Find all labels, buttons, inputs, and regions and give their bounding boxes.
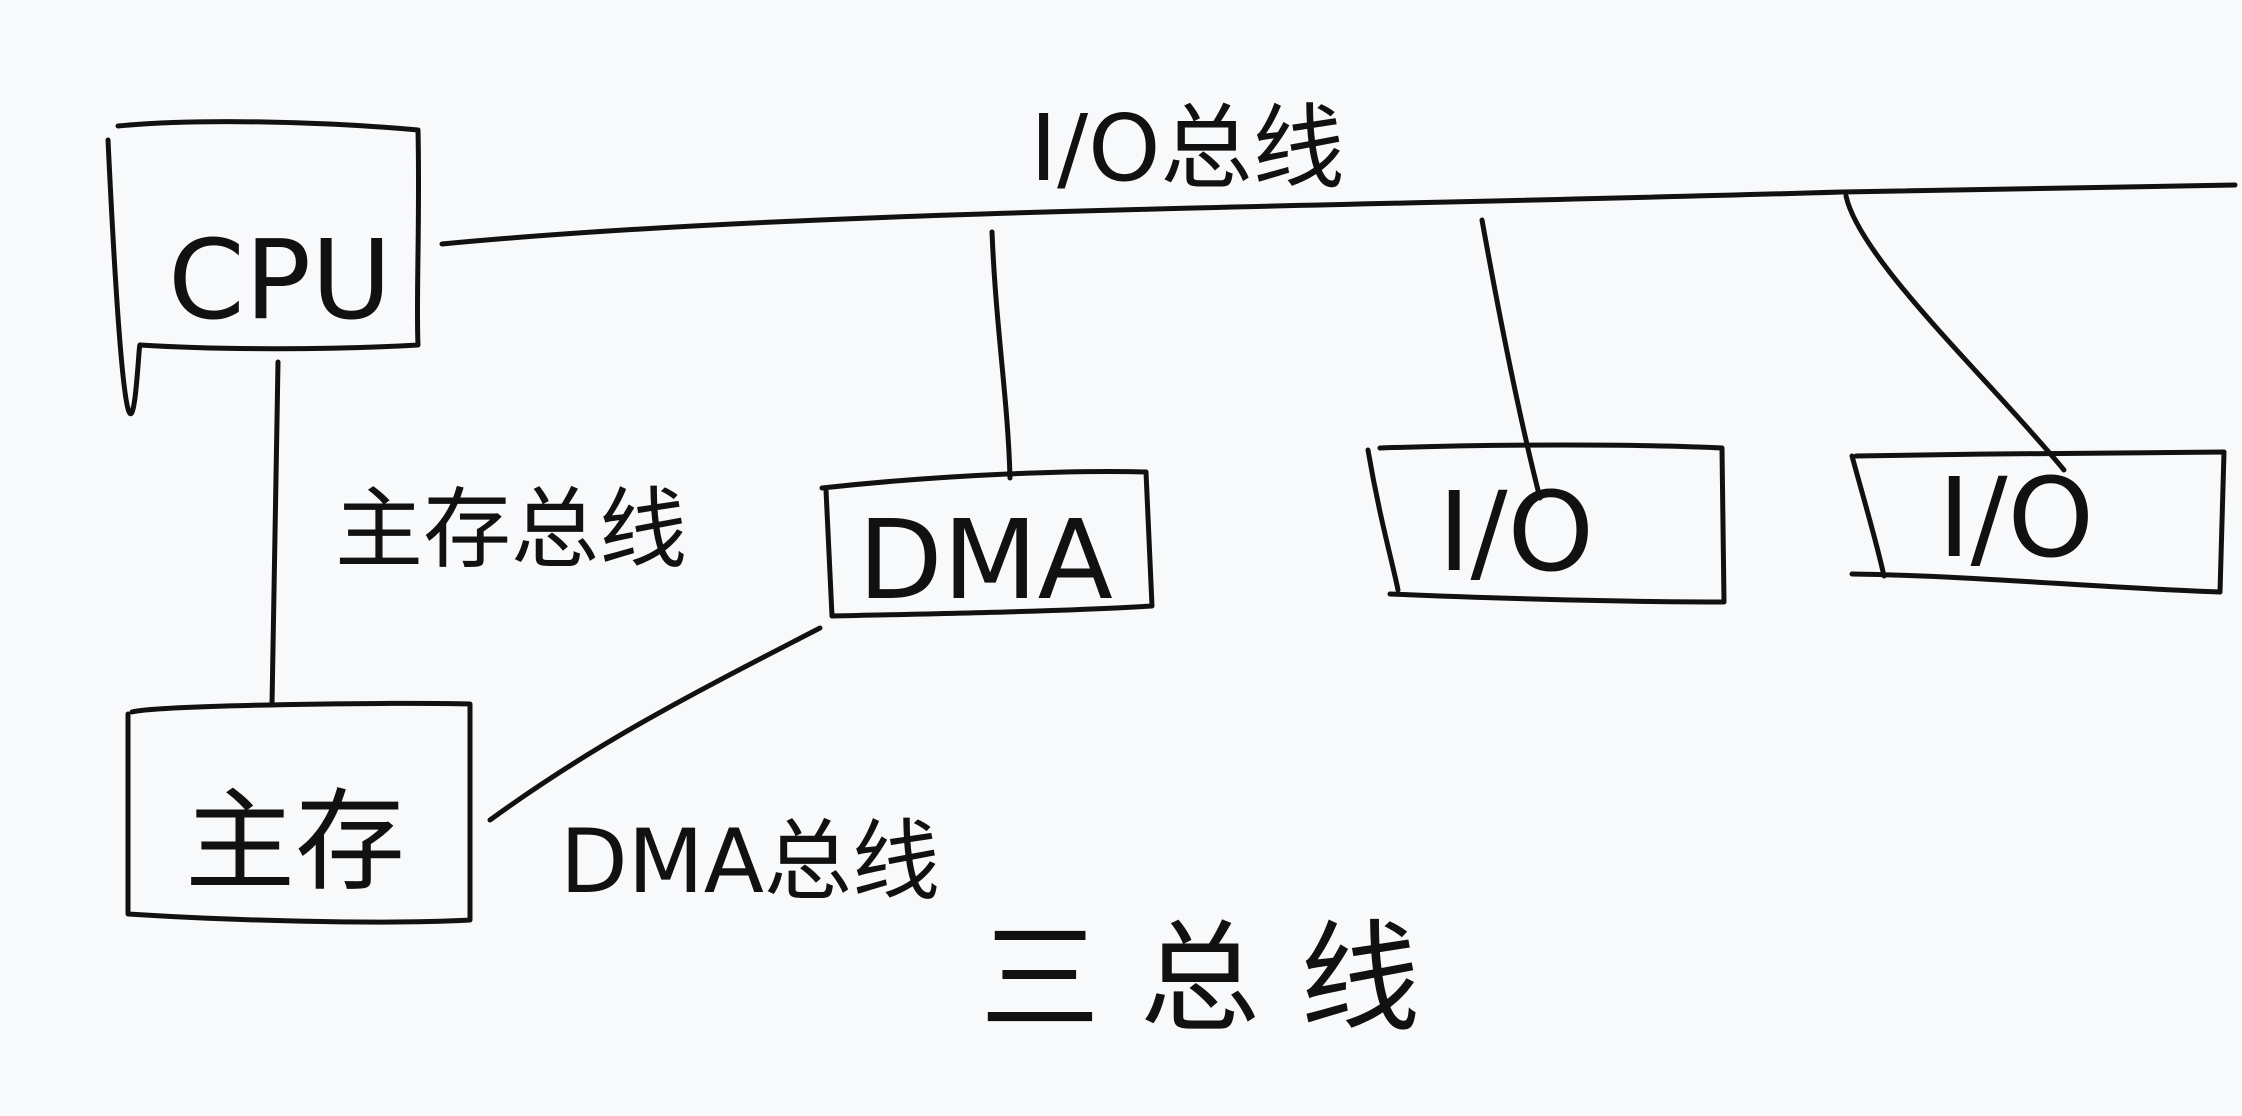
io-1-node: I/O — [1365, 442, 1727, 605]
cpu-label: CPU — [168, 216, 392, 344]
memory-bus-label-line1: 主存总线 — [335, 478, 687, 581]
main-memory-label: 主存 — [185, 778, 405, 906]
dma-box-outline — [819, 469, 1155, 619]
cpu-box-outline — [105, 119, 422, 417]
memory-bus-line — [269, 359, 281, 708]
dma-bus-line — [487, 625, 823, 823]
io-2-box-outline — [1849, 449, 2227, 595]
io-bus-line — [439, 182, 2238, 247]
io-1-box-outline — [1365, 442, 1727, 605]
io-1-label: I/O — [1438, 468, 1594, 596]
io-2-link-line — [1843, 193, 2067, 473]
cpu-node: CPU — [105, 119, 422, 417]
footer-title: 三总线 — [980, 910, 1460, 1049]
dma-node: DMA — [819, 469, 1155, 624]
io-1-link-line — [1479, 217, 1543, 501]
io-2-label: I/O — [1938, 454, 2094, 582]
io-2-node: I/O — [1849, 449, 2227, 595]
io-bus-label: I/O总线 — [1030, 95, 1345, 202]
dma-bus-label: DMA总线 — [560, 810, 940, 913]
dma-label: DMA — [858, 496, 1113, 624]
main-memory-node: 主存 — [125, 700, 473, 925]
main-memory-box-outline — [125, 700, 473, 925]
dma-to-io-bus-line — [989, 229, 1013, 481]
